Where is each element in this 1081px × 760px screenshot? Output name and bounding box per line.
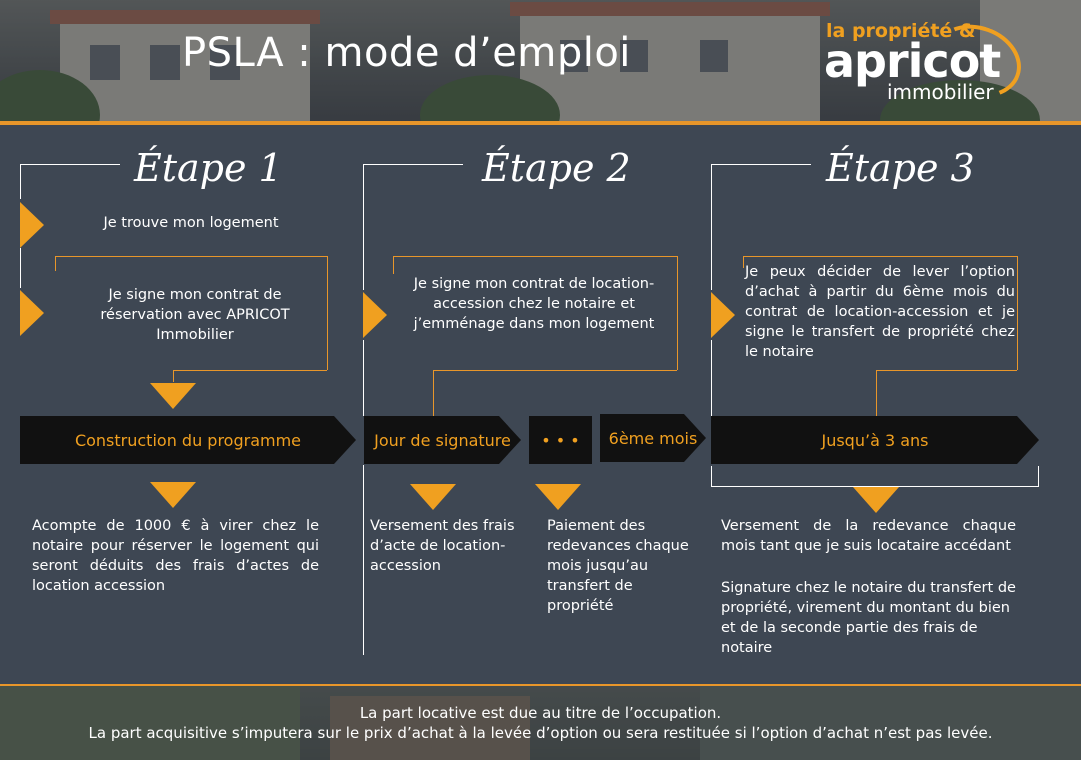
step-1-down-arrow-2-icon: [150, 482, 196, 508]
step-3-item-1: Je peux décider de lever l’option d’acha…: [745, 264, 1015, 360]
step-2-arrow-icon: [363, 292, 387, 338]
step-3-range-line: [711, 486, 1039, 487]
step-3-detail-1: Versement de la redevance chaque mois ta…: [721, 518, 1016, 554]
step-3-down-arrow-icon: [853, 487, 899, 513]
footer-photo: [0, 686, 1081, 760]
step-2-bracket: [363, 164, 463, 165]
step-1-title: Étape 1: [134, 146, 283, 190]
step-1-detail: Acompte de 1000 € à virer chez le notair…: [32, 518, 319, 594]
step-2-detail-1: Versement des frais d’acte de location-a…: [370, 518, 515, 574]
timeline-jour-signature: Jour de signature: [364, 416, 521, 464]
step-3-bracket: [711, 164, 811, 165]
step-2-title: Étape 2: [482, 146, 631, 190]
step-2-down-arrow-icon: [410, 484, 456, 510]
header-divider: [0, 121, 1081, 125]
timeline-6eme-mois: 6ème mois: [600, 414, 706, 462]
step-2-down-arrow-2-icon: [535, 484, 581, 510]
timeline-jusqua-3-ans: Jusqu’à 3 ans: [711, 416, 1039, 464]
step-1-arrow-2-icon: [20, 290, 44, 336]
step-2-item-1: Je signe mon contrat de location-accessi…: [413, 276, 655, 332]
step-2-detail-2: Paiement des redevances chaque mois jusq…: [547, 518, 689, 614]
page-title: PSLA : mode d’emploi: [182, 30, 631, 76]
footer-divider: [0, 684, 1081, 687]
footer-line-1: La part locative est due au titre de l’o…: [359, 704, 722, 722]
step-1-item-2: Je signe mon contrat de réservation avec…: [100, 287, 290, 343]
step-3-detail-2: Signature chez le notaire du transfert d…: [721, 580, 1016, 656]
step-3-arrow-icon: [711, 292, 735, 338]
footer-line-2: La part acquisitive s’imputera sur le pr…: [88, 724, 993, 742]
timeline-ellipsis: • • •: [529, 416, 592, 464]
step-1-item-1: Je trouve mon logement: [103, 215, 279, 231]
step-1-bracket: [20, 164, 120, 165]
header-photo: [0, 0, 1081, 122]
timeline-construction: Construction du programme: [20, 416, 356, 464]
step-1-arrow-icon: [20, 202, 44, 248]
step-3-title: Étape 3: [826, 146, 975, 190]
step-1-down-arrow-icon: [150, 383, 196, 409]
